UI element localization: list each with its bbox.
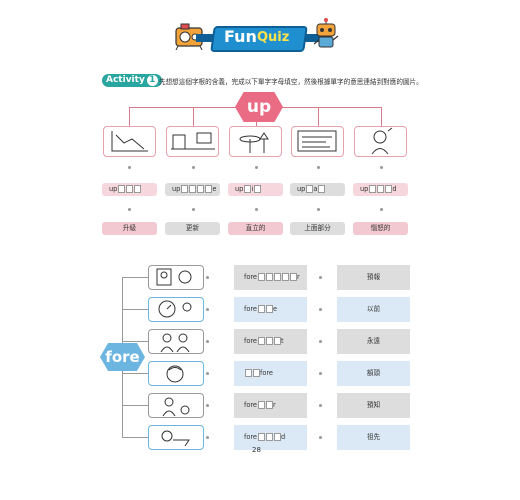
up-tree-drop-1 <box>129 107 130 126</box>
fore-tree-branch-5 <box>122 405 148 406</box>
fore-dot-right-3 <box>319 340 322 343</box>
up-tree-drop-2 <box>193 107 194 126</box>
fore-meaning-1[interactable]: 預報 <box>337 265 410 290</box>
ancestor-icon <box>161 430 190 447</box>
fore-root-hexagon: fore <box>100 343 145 371</box>
up-dot-meaning-5 <box>380 208 383 211</box>
fore-tree-branch-4 <box>122 373 148 374</box>
activity-instruction: 先想想這個字根的含義，完成以下單字字母填空，然後根據單字的意思連結到對應的圖片。 <box>159 78 423 86</box>
up-root-hexagon: up <box>235 92 283 122</box>
up-meaning-1[interactable]: 升級 <box>102 222 157 235</box>
fore-dot-left-1 <box>206 276 209 279</box>
bulletin-board-icon <box>297 130 337 152</box>
couple-icon <box>160 333 190 353</box>
fore-tree-branch-3 <box>122 341 148 342</box>
computer-desk-icon <box>171 132 215 150</box>
forehead-icon <box>166 365 184 383</box>
fore-dot-right-1 <box>319 276 322 279</box>
up-tree-drop-5 <box>381 107 382 126</box>
fore-root-label: fore <box>105 348 140 366</box>
banner-ribbon-right <box>298 34 324 42</box>
fore-picture-2[interactable] <box>148 297 204 322</box>
banner-fun-text: Fun <box>224 27 257 46</box>
banner-ribbon-left <box>196 34 222 42</box>
weather-forecast-icon <box>156 268 192 286</box>
up-dot-pic-3 <box>255 166 258 169</box>
fore-meaning-6[interactable]: 祖先 <box>337 425 410 450</box>
fore-picture-4[interactable] <box>148 361 204 386</box>
up-picture-2[interactable] <box>166 126 219 157</box>
table-lamp-icon <box>239 132 269 153</box>
upset-person-icon <box>371 127 393 155</box>
fore-tree-branch-2 <box>122 309 148 310</box>
up-dot-pic-4 <box>317 166 320 169</box>
up-meaning-2[interactable]: 更新 <box>165 222 220 235</box>
rising-chart-icon <box>111 131 148 152</box>
up-picture-4[interactable] <box>291 126 344 157</box>
fore-tree-branch-6 <box>122 437 148 438</box>
fore-dot-left-2 <box>206 308 209 311</box>
up-dot-meaning-1 <box>128 208 131 211</box>
fore-picture-5[interactable] <box>148 393 204 418</box>
up-dot-meaning-4 <box>317 208 320 211</box>
fore-meaning-5[interactable]: 預知 <box>337 393 410 418</box>
fore-dot-right-5 <box>319 404 322 407</box>
fore-dot-right-4 <box>319 372 322 375</box>
up-dot-pic-1 <box>128 166 131 169</box>
page-number: 28 <box>252 446 261 454</box>
fore-dot-left-4 <box>206 372 209 375</box>
up-picture-5[interactable] <box>354 126 407 157</box>
up-meaning-4[interactable]: 上面部分 <box>290 222 345 235</box>
up-picture-1[interactable] <box>103 126 156 157</box>
activity-number: 1 <box>146 75 158 86</box>
up-tree-drop-4 <box>318 107 319 126</box>
header-right-robot <box>312 18 340 50</box>
clock-person-icon <box>158 300 192 318</box>
up-meaning-3[interactable]: 直立的 <box>228 222 283 235</box>
up-root-label: up <box>246 97 272 117</box>
fore-tree-branch-1 <box>122 277 148 278</box>
fore-meaning-3[interactable]: 永遠 <box>337 329 410 354</box>
up-dot-pic-5 <box>380 166 383 169</box>
fore-dot-left-5 <box>206 404 209 407</box>
fortune-teller-icon <box>162 397 190 417</box>
fore-meaning-4[interactable]: 額頭 <box>337 361 410 386</box>
up-picture-3[interactable] <box>229 126 282 157</box>
up-meaning-5[interactable]: 惱怒的 <box>353 222 408 235</box>
fore-meaning-2[interactable]: 以前 <box>337 297 410 322</box>
fore-picture-3[interactable] <box>148 329 204 354</box>
fore-picture-1[interactable] <box>148 265 204 290</box>
up-dot-meaning-3 <box>255 208 258 211</box>
up-dot-pic-2 <box>192 166 195 169</box>
fore-word-4[interactable]: fore <box>234 361 307 386</box>
up-dot-meaning-2 <box>192 208 195 211</box>
activity-label: Activity <box>106 75 145 85</box>
fore-dot-left-6 <box>206 436 209 439</box>
fore-dot-right-2 <box>319 308 322 311</box>
fore-dot-right-6 <box>319 436 322 439</box>
fore-dot-left-3 <box>206 340 209 343</box>
fore-picture-6[interactable] <box>148 425 204 450</box>
banner-quiz-text: Quiz <box>257 30 290 45</box>
up-word-1[interactable]: up <box>102 183 157 196</box>
